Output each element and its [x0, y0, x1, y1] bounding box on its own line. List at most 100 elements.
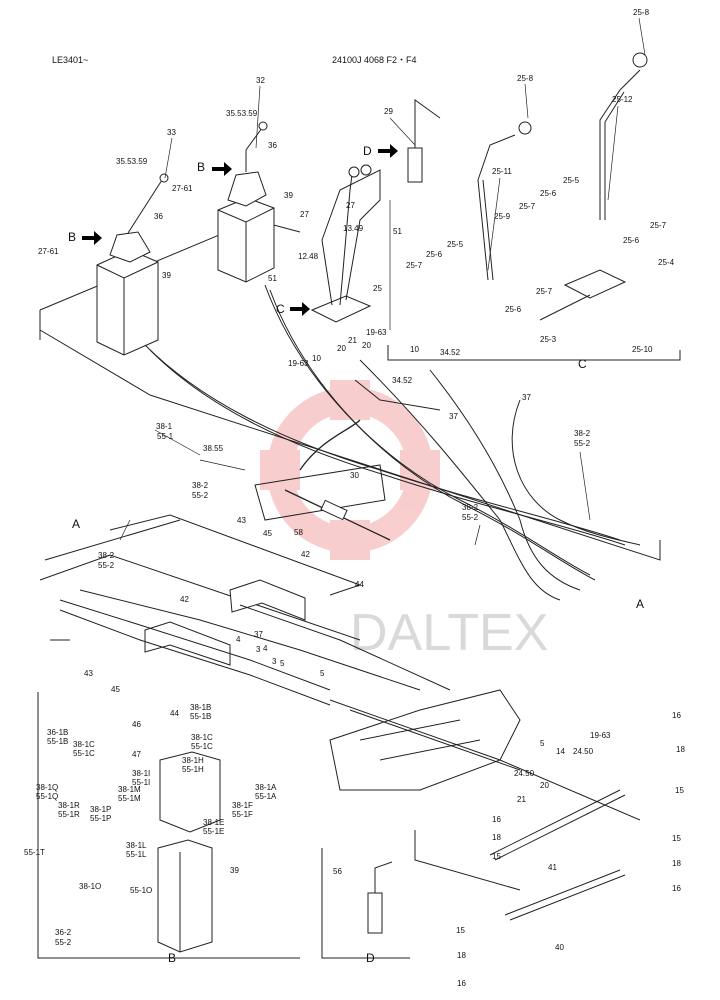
section-letter-B3: B — [168, 951, 176, 965]
callout: 55-1L — [126, 850, 147, 859]
callout: 25-7 — [536, 287, 553, 296]
callout: 35.53.59 — [116, 157, 148, 166]
callout: 3 — [256, 645, 261, 654]
callout: 38-1L — [126, 841, 147, 850]
callout: 55-2 — [462, 513, 479, 522]
callout: 25-6 — [426, 250, 443, 259]
callout: 55-1A — [255, 792, 277, 801]
callout: 38-1Q — [36, 783, 58, 792]
callout: 24.50 — [514, 769, 535, 778]
callout: 55-1M — [118, 794, 141, 803]
callout: 55-2 — [192, 491, 209, 500]
callout: 25-6 — [623, 236, 640, 245]
callout: 34.52 — [392, 376, 413, 385]
section-letter-B1: B — [68, 230, 76, 244]
callout: 15 — [672, 834, 681, 843]
callout: 38-2 — [98, 551, 115, 560]
shelf-A — [39, 514, 362, 641]
section-letter-A1: A — [72, 517, 80, 531]
callout: 37 — [449, 412, 458, 421]
callout: 55-1R — [58, 810, 80, 819]
callout: 55-1F — [232, 810, 253, 819]
callout: 38-1A — [255, 783, 277, 792]
callout: 42 — [180, 595, 189, 604]
callout: 55-1P — [90, 814, 111, 823]
callout: 55-1C — [191, 742, 213, 751]
callout: 25-7 — [406, 261, 423, 270]
callout: 38.55 — [203, 444, 224, 453]
control-cables — [144, 284, 641, 601]
callout: 32 — [256, 76, 265, 85]
callout: 38-1I — [132, 769, 150, 778]
section-letter-D1: D — [363, 144, 372, 158]
callout: 36-1B — [47, 728, 68, 737]
callout: 25-9 — [494, 212, 511, 221]
callout: 38-1F — [232, 801, 253, 810]
callout: 55-2 — [55, 938, 72, 947]
callout: 41 — [548, 863, 557, 872]
callout: 25-8 — [517, 74, 534, 83]
callout: 25 — [373, 284, 382, 293]
callout: 13.49 — [343, 224, 364, 233]
callout: 45 — [111, 685, 120, 694]
callout: 21 — [517, 795, 526, 804]
callout: 55-1 — [157, 432, 174, 441]
callout: 55-1T — [24, 848, 45, 857]
callout: 38-1H — [182, 756, 204, 765]
callout: 12.48 — [298, 252, 319, 261]
callout: 15 — [675, 786, 684, 795]
callout: 25-7 — [650, 221, 667, 230]
inset-D-frame — [321, 848, 410, 959]
callout: 25-10 — [632, 345, 653, 354]
callout: 10 — [312, 354, 321, 363]
section-letter-C1: C — [276, 302, 285, 316]
callout: 43 — [84, 669, 93, 678]
callout: 25-6 — [540, 189, 557, 198]
callout: 20 — [540, 781, 549, 790]
callout: 16 — [672, 884, 681, 893]
callout: 18 — [457, 951, 466, 960]
callout: 38-2 — [192, 481, 209, 490]
callout: 36 — [268, 141, 277, 150]
callout: 14 — [556, 747, 565, 756]
callout: 4 — [236, 635, 241, 644]
callout: 51 — [393, 227, 402, 236]
callout: 38-1C — [191, 733, 213, 742]
cable-58-detail — [254, 464, 391, 541]
section-letter-B2: B — [197, 160, 205, 174]
callout: 21 — [348, 336, 357, 345]
header-left-code: LE3401~ — [52, 55, 88, 65]
callout: 38-2 — [462, 503, 479, 512]
callout: 16 — [457, 979, 466, 988]
callout: 55-1E — [203, 827, 224, 836]
callout: 19-63 — [288, 359, 309, 368]
callout: 37 — [522, 393, 531, 402]
callout: 38-1E — [203, 818, 224, 827]
callout: 55-2 — [98, 561, 115, 570]
inset-C-frame — [387, 52, 681, 361]
callout: 27 — [346, 201, 355, 210]
section-arrows — [82, 144, 398, 316]
callout: 16 — [492, 815, 501, 824]
callout: 47 — [132, 750, 141, 759]
callout: 39 — [162, 271, 171, 280]
callout: 10 — [410, 345, 419, 354]
callout: 38-1 — [156, 422, 173, 431]
callout: 38-1C — [73, 740, 95, 749]
left-control-console — [96, 173, 169, 356]
callout: 3 — [272, 657, 277, 666]
callout: 25-12 — [612, 95, 633, 104]
cable-brackets — [59, 579, 451, 706]
callout: 24.50 — [573, 747, 594, 756]
callout: 18 — [672, 859, 681, 868]
callout: 55-2 — [574, 439, 591, 448]
callout: 43 — [237, 516, 246, 525]
callout: 29 — [384, 107, 393, 116]
callout: 25-8 — [633, 8, 650, 17]
callout: 39 — [284, 191, 293, 200]
callout: 25-7 — [519, 202, 536, 211]
callout: 55-1I — [132, 778, 150, 787]
inset-B-frame — [37, 692, 300, 959]
callout: 15 — [456, 926, 465, 935]
